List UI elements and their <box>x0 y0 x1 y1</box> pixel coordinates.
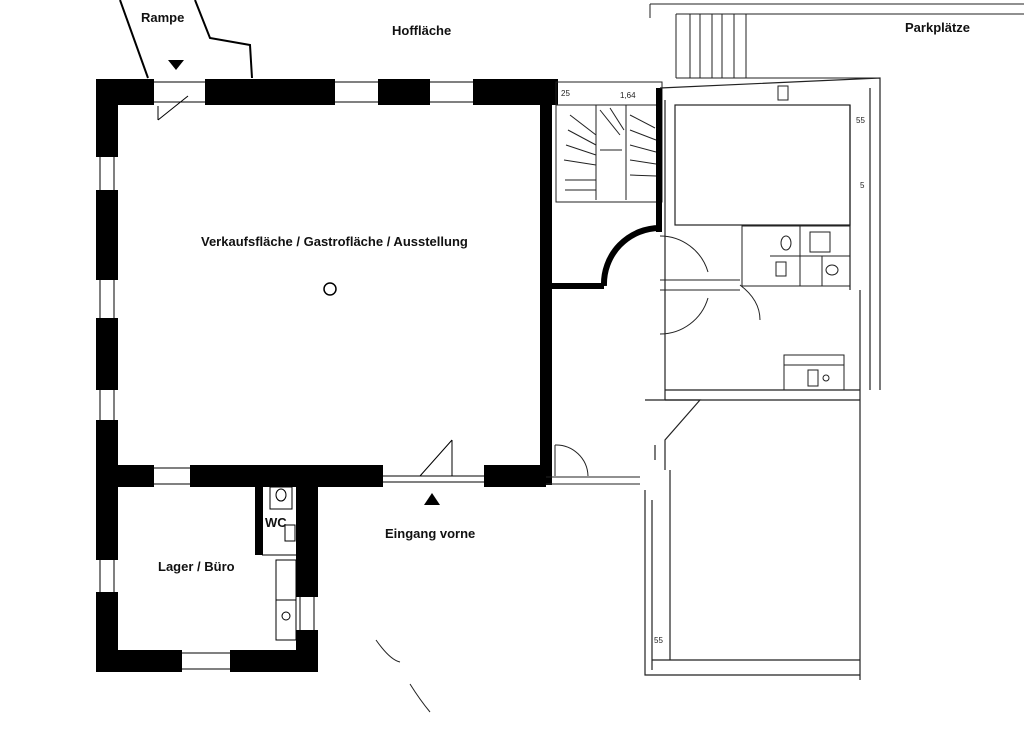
dimension-55-bottom: 55 <box>654 636 663 645</box>
vestibule <box>659 235 761 335</box>
window-lines <box>99 81 473 670</box>
storage-office-label: Lager / Büro <box>158 559 235 574</box>
sales-area-label: Verkaufsfläche / Gastrofläche / Ausstell… <box>201 234 468 249</box>
column-marker <box>323 282 337 296</box>
ramp-label: Rampe <box>141 10 185 25</box>
dimension-1-64: 1,64 <box>620 91 636 100</box>
wc-label: WC <box>265 515 287 530</box>
dimension-55-top: 55 <box>856 116 865 125</box>
entrance-arrow <box>424 493 440 505</box>
front-entrance-label: Eingang vorne <box>385 526 476 541</box>
ramp-outline <box>119 0 253 79</box>
wc-fixtures <box>262 486 297 641</box>
dimension-5: 5 <box>860 181 865 190</box>
right-bathrooms <box>741 85 851 391</box>
dimension-25: 25 <box>561 89 570 98</box>
entrance-door <box>383 439 484 483</box>
ramp-arrow <box>168 60 184 70</box>
right-building-outline <box>644 77 881 680</box>
stair-right-wall <box>656 88 662 232</box>
courtyard-label: Hoffläche <box>392 23 452 38</box>
parking-lines <box>649 3 1024 79</box>
lower-connection <box>375 444 640 713</box>
staircase <box>555 81 663 203</box>
parking-label: Parkplätze <box>905 20 971 35</box>
curved-wall <box>552 225 661 289</box>
main-hall-walls <box>96 79 558 672</box>
door-swing-top-left <box>157 95 189 121</box>
